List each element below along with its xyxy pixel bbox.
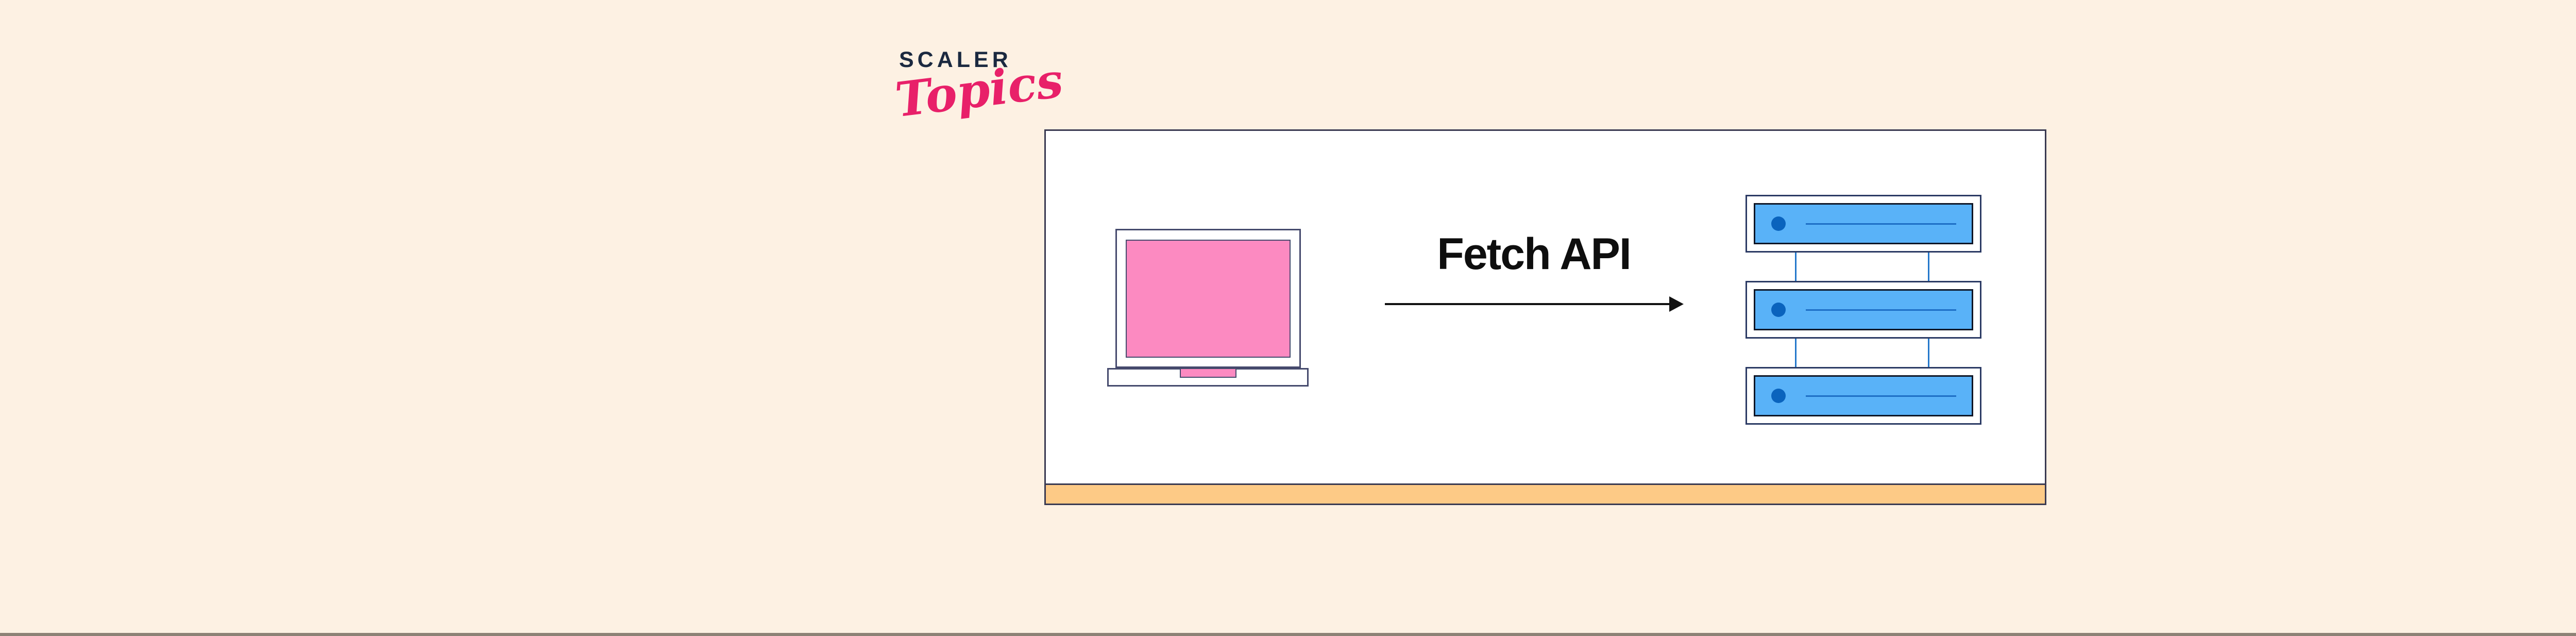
request-arrow-head-icon <box>1669 296 1684 312</box>
server-vent-line <box>1806 309 1956 311</box>
laptop-trackpad <box>1180 368 1236 378</box>
page-bottom-strip <box>0 633 2576 636</box>
server-led-icon <box>1771 303 1786 317</box>
logo-topics-text: Topics <box>892 52 1066 128</box>
server-connector <box>1795 339 1797 367</box>
request-arrow-line <box>1385 303 1669 305</box>
server-vent-line <box>1806 395 1956 397</box>
diagram-panel: Fetch API <box>1044 129 2046 505</box>
server-led-icon <box>1771 389 1786 403</box>
server-stack-icon <box>1745 195 1981 425</box>
server-connector <box>1928 253 1929 281</box>
server-unit <box>1745 367 1981 425</box>
laptop-monitor <box>1115 229 1301 368</box>
server-unit <box>1745 195 1981 253</box>
panel-footer-bar <box>1046 483 2045 504</box>
server-connector <box>1795 253 1797 281</box>
server-slot <box>1754 289 1973 330</box>
server-led-icon <box>1771 216 1786 231</box>
fetch-api-label: Fetch API <box>1437 229 1631 279</box>
server-vent-line <box>1806 223 1956 225</box>
scaler-topics-logo: SCALER Topics <box>892 47 1066 128</box>
server-slot <box>1754 375 1973 416</box>
logo-brand-text: SCALER <box>899 47 1012 72</box>
laptop-screen <box>1126 240 1291 358</box>
server-unit <box>1745 281 1981 339</box>
server-slot <box>1754 203 1973 244</box>
server-connector <box>1928 339 1929 367</box>
